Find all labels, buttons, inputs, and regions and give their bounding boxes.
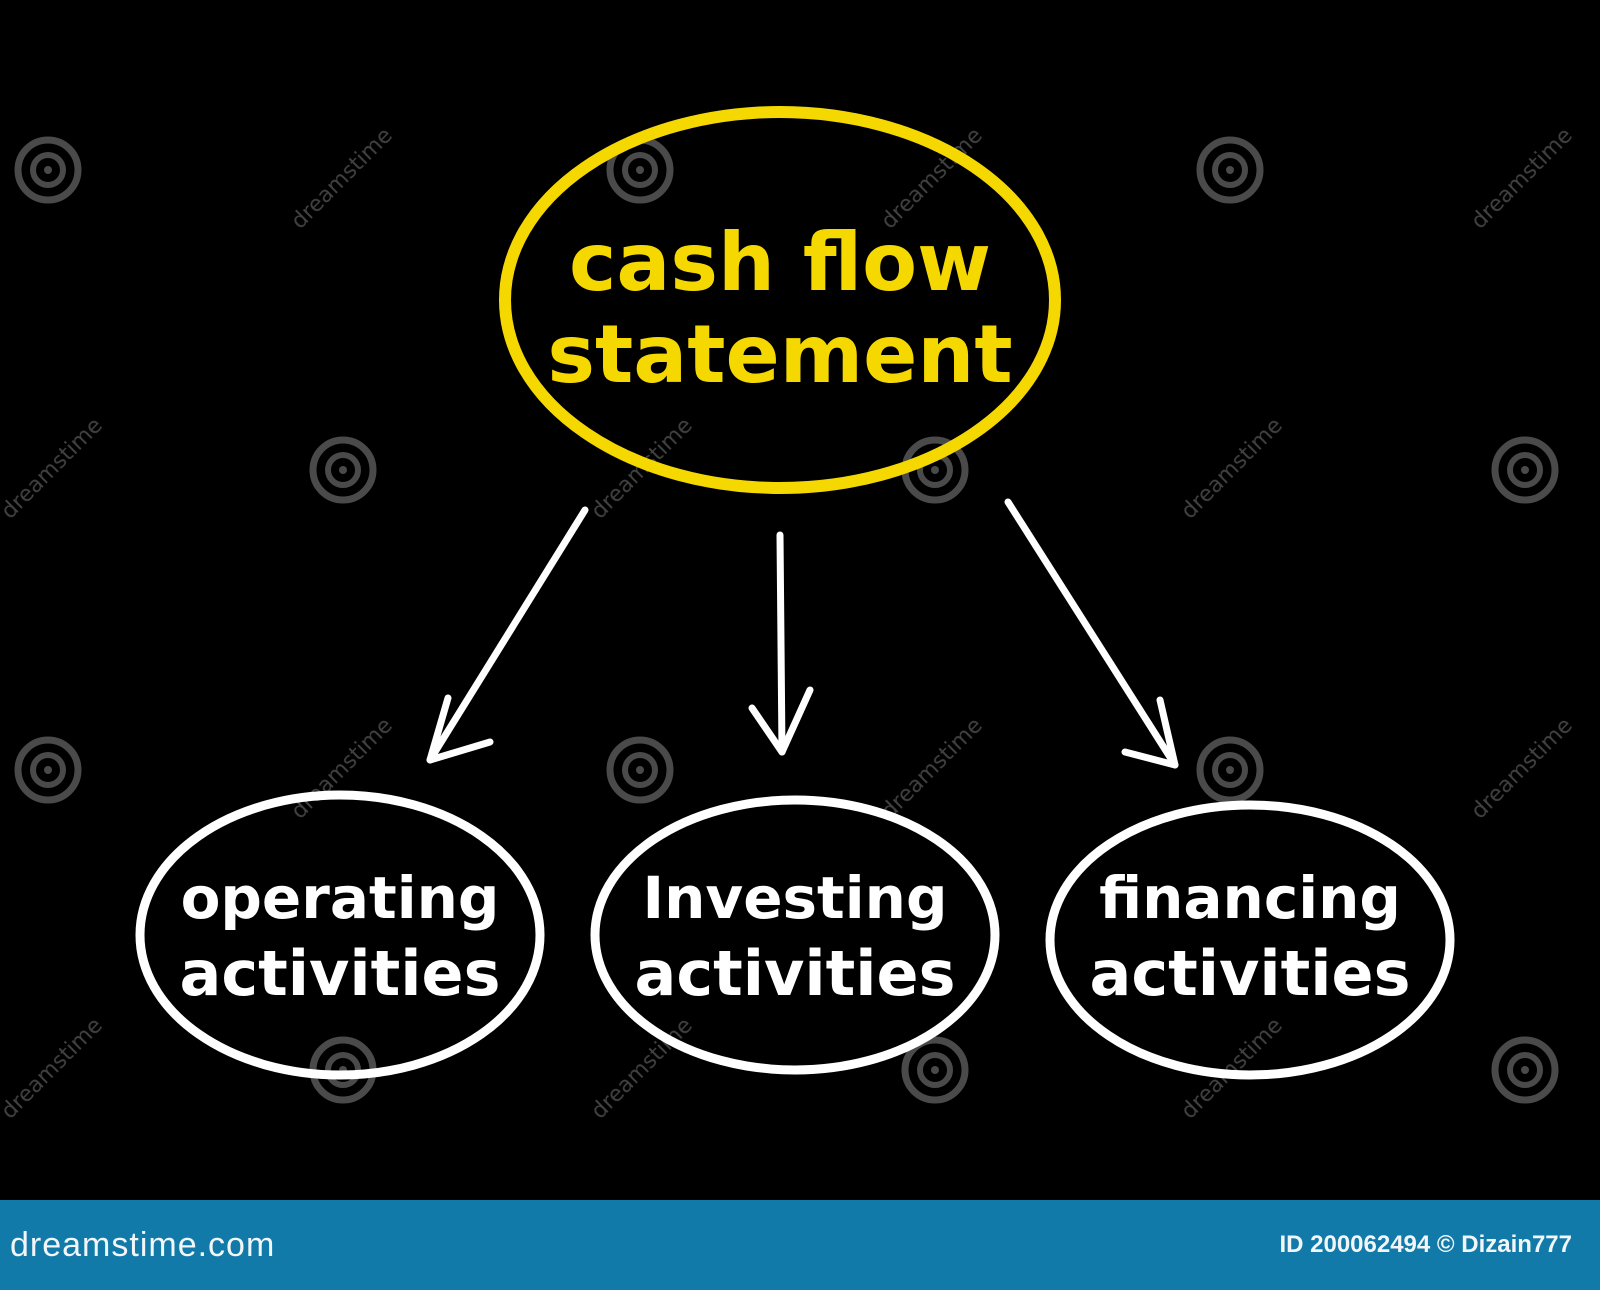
child-node-investing-line2: activities bbox=[635, 937, 956, 1010]
child-node-investing-ellipse bbox=[590, 795, 1000, 1075]
child-node-investing: Investing activities bbox=[590, 795, 1000, 1075]
watermark-logo-icon bbox=[1196, 736, 1264, 804]
footer-bar: dreamstime.com ID 200062494 © Dizain777 bbox=[0, 1200, 1600, 1290]
footer-site-logo: dreamstime.com bbox=[10, 1225, 276, 1264]
watermark-logo-icon bbox=[1491, 436, 1559, 504]
diagram-canvas: dreamstime dreamstime dreamstime dreamst… bbox=[0, 106, 1578, 1125]
watermark-logo-icon bbox=[309, 436, 377, 504]
arrow-financing bbox=[1004, 498, 1179, 769]
child-node-operating-line2: activities bbox=[180, 937, 501, 1010]
root-node-label-line1: cash flow bbox=[569, 216, 991, 309]
arrow-investing bbox=[748, 531, 814, 756]
root-node-label-line2: statement bbox=[547, 308, 1012, 401]
watermark-logo-icon bbox=[901, 1036, 969, 1104]
child-node-financing-ellipse bbox=[1045, 800, 1455, 1080]
watermark-logo-icon bbox=[1196, 136, 1264, 204]
child-node-financing: financing activities bbox=[1045, 800, 1455, 1080]
watermark-logo-icon bbox=[606, 736, 674, 804]
watermark-logo-icon bbox=[1491, 1036, 1559, 1104]
child-node-operating: operating activities bbox=[135, 790, 545, 1080]
child-node-operating-ellipse bbox=[135, 790, 545, 1080]
footer-image-id: ID 200062494 © Dizain777 bbox=[1279, 1231, 1572, 1258]
child-node-investing-line1: Investing bbox=[643, 864, 948, 932]
root-node: cash flow statement bbox=[499, 106, 1061, 494]
child-node-operating-line1: operating bbox=[181, 864, 500, 932]
root-node-ellipse bbox=[499, 106, 1061, 494]
arrow-operating bbox=[426, 506, 589, 764]
child-node-financing-line1: financing bbox=[1099, 864, 1401, 932]
watermark-logo-icon bbox=[14, 736, 82, 804]
watermark-logo-icon bbox=[14, 136, 82, 204]
child-node-financing-line2: activities bbox=[1090, 937, 1411, 1010]
